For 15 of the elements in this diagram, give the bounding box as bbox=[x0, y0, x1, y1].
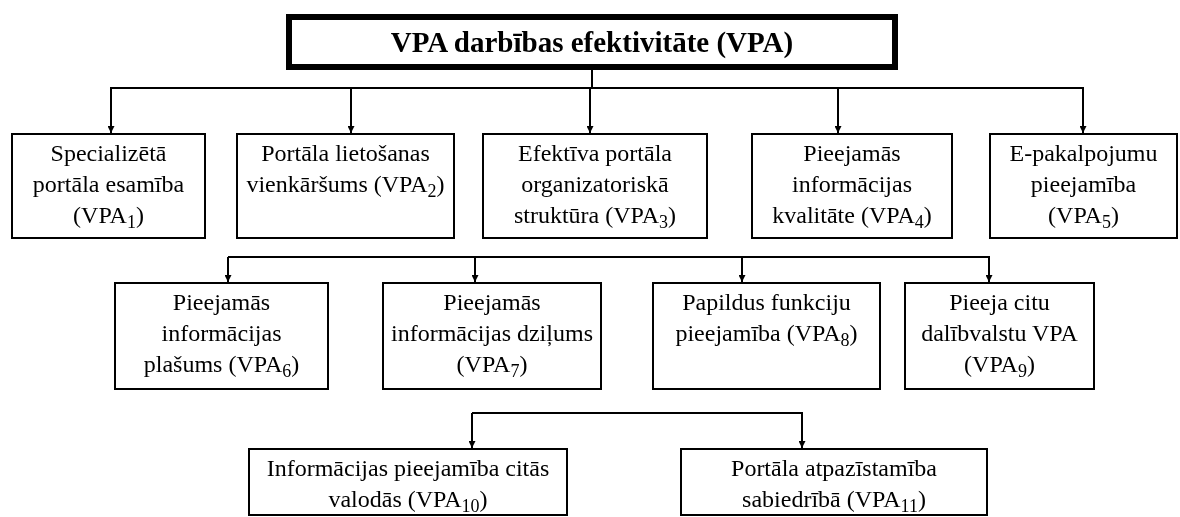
criterion-box: Pieejamās informācijas kvalitāte (VPA$_{4}$) bbox=[751, 133, 953, 239]
criterion-box: Pieejamās informācijas plašums (VPA$_{6}$) bbox=[114, 282, 329, 390]
criterion-box: Portāla atpazīstamība sabiedrībā (VPA$_{11}$) bbox=[680, 448, 988, 516]
criterion-box: E-pakalpojumu pieejamība (VPA$_{5}$) bbox=[989, 133, 1178, 239]
criterion-box: Informācijas pieejamība citās valodās (VPA$_{10}$) bbox=[248, 448, 568, 516]
criterion-box: Papildus funkciju pieejamība (VPA$_{8}$) bbox=[652, 282, 881, 390]
criterion-box: Efektīva portāla organizatoriskā struktūra (VPA$_{3}$) bbox=[482, 133, 708, 239]
criterion-box: Specializētā portāla esamība (VPA$_{1}$) bbox=[11, 133, 206, 239]
criterion-box: Pieejamās informācijas dziļums (VPA$_{7}$) bbox=[382, 282, 602, 390]
criterion-box: Pieeja citu dalībvalstu VPA (VPA$_{9}$) bbox=[904, 282, 1095, 390]
criterion-box: Portāla lietošanas vienkāršums (VPA$_{2}$) bbox=[236, 133, 455, 239]
title-box: VPA darbības efektivitāte (VPA) bbox=[286, 14, 898, 70]
arrow bbox=[471, 412, 806, 449]
arrow bbox=[468, 412, 476, 449]
arrow bbox=[224, 256, 232, 283]
